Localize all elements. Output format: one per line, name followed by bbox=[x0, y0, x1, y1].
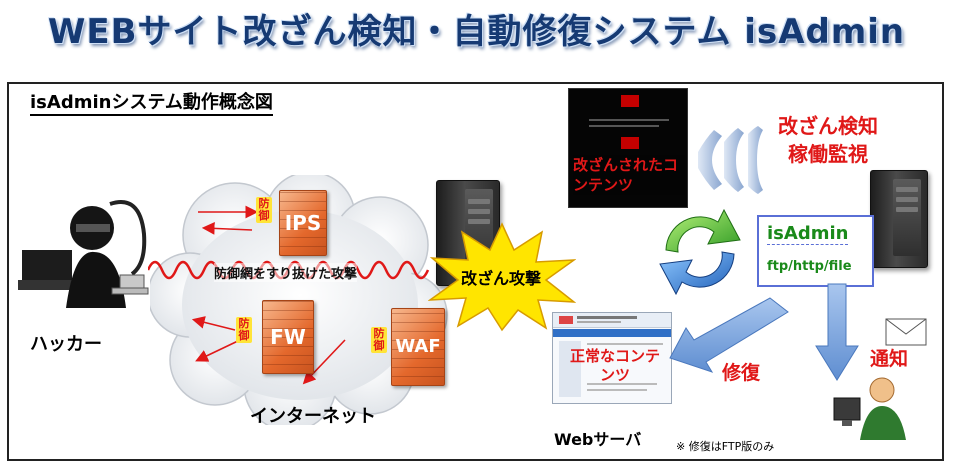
hacker-icon bbox=[14, 180, 154, 310]
normal-content-label: 正常なコンテンツ bbox=[567, 347, 663, 385]
flag-icon bbox=[621, 95, 639, 107]
administrator-icon bbox=[830, 372, 910, 442]
monitor-label-1: 改ざん検知 bbox=[778, 110, 878, 139]
fw-firewall-icon: FW bbox=[262, 300, 314, 374]
ftp-footnote: ※ 修復はFTP版のみ bbox=[676, 438, 774, 454]
normal-content-screenshot: 正常なコンテンツ bbox=[552, 312, 672, 404]
tampered-content-screenshot: 改ざんされたコンテンツ bbox=[568, 88, 688, 208]
fw-defense-badge: 防御 bbox=[236, 317, 252, 343]
waf-defense-badge: 防御 bbox=[371, 327, 387, 353]
ips-firewall-icon: IPS bbox=[279, 190, 327, 256]
tampered-content-label: 改ざんされたコンテンツ bbox=[573, 155, 685, 195]
isadmin-server-icon bbox=[870, 170, 928, 268]
mail-envelope-icon bbox=[885, 318, 927, 346]
signal-waves-icon bbox=[690, 122, 776, 194]
ips-defense-badge: 防御 bbox=[256, 197, 272, 223]
isadmin-name: isAdmin bbox=[767, 223, 848, 245]
internet-label: インターネット bbox=[250, 402, 376, 428]
isadmin-protocols: ftp/http/file bbox=[767, 259, 852, 274]
logo-icon bbox=[559, 316, 573, 324]
restore-label: 修復 bbox=[722, 358, 760, 385]
waf-label: WAF bbox=[395, 336, 440, 357]
webserver-label: Webサーバ bbox=[554, 426, 641, 450]
monitor-label-2: 稼働監視 bbox=[788, 138, 868, 167]
fw-label: FW bbox=[270, 325, 306, 349]
hacker-label: ハッカー bbox=[30, 330, 102, 356]
diagram-title: isAdminシステム動作概念図 bbox=[30, 92, 273, 116]
isadmin-box: isAdmin ftp/http/file bbox=[757, 215, 874, 287]
flag-icon bbox=[621, 137, 639, 149]
page-title: WEBサイト改ざん検知・自動修復システム isAdmin bbox=[0, 4, 953, 53]
tamper-attack-label: 改ざん攻撃 bbox=[461, 265, 541, 289]
ips-label: IPS bbox=[285, 211, 322, 235]
notify-label: 通知 bbox=[870, 344, 908, 371]
